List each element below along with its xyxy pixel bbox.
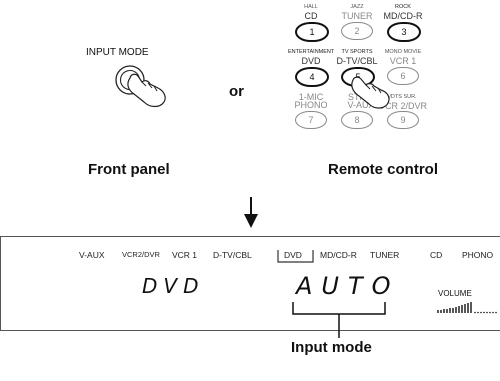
key-7-input: PHONO <box>294 100 328 110</box>
key-9-input: VCR 2/DVR <box>378 101 427 111</box>
volume-meter <box>437 302 497 314</box>
key-3-input: MD/CD-R <box>383 11 423 21</box>
front-panel-caption: Front panel <box>88 161 170 178</box>
display-input-tuner: TUNER <box>370 250 400 260</box>
key-1-mode: HALL <box>304 4 318 10</box>
display-source-readout: DVD <box>142 274 205 298</box>
input-mode-caption: Input mode <box>291 339 372 356</box>
key-5-mode: TV SPORTS <box>341 49 373 55</box>
key-6[interactable]: 6 <box>387 67 419 85</box>
key-6-mode: MONO MOVIE <box>384 49 422 55</box>
remote-control-caption: Remote control <box>328 161 439 178</box>
key-4-mode: ENTERTAINMENT <box>288 49 335 55</box>
display-input-vcr1: VCR 1 <box>172 250 198 260</box>
key-3-mode: ROCK <box>395 4 411 10</box>
key-1[interactable]: 1 <box>295 22 329 42</box>
key-8[interactable]: 8 <box>341 111 373 129</box>
or-label: or <box>229 83 244 100</box>
key-1-input: CD <box>304 11 318 21</box>
display-input-cd: CD <box>430 250 443 260</box>
pressing-hand-icon <box>127 73 166 108</box>
display-input-md-cd-r: MD/CD-R <box>320 250 357 260</box>
display-input-dvd: DVD <box>284 250 302 260</box>
key-5-input: D-TV/CBL <box>336 56 378 66</box>
down-arrow-icon <box>244 197 258 228</box>
key-6-input: VCR 1 <box>389 56 417 66</box>
key-7[interactable]: 7 <box>295 111 327 129</box>
key-4[interactable]: 4 <box>295 67 329 87</box>
key-9-mode: /DTS SUR. <box>389 94 417 100</box>
key-8-input: V-AUX <box>347 100 375 110</box>
key-2-input: TUNER <box>341 11 373 21</box>
display-input-d-tv-cbl: D-TV/CBL <box>213 250 252 260</box>
input-mode-callout <box>292 302 386 338</box>
display-input-v-aux: V-AUX <box>79 250 105 260</box>
key-2[interactable]: 2 <box>341 22 373 40</box>
input-mode-label: INPUT MODE <box>86 47 149 58</box>
dvd-selected-indicator <box>277 250 314 263</box>
key-4-input: DVD <box>301 56 321 66</box>
key-9[interactable]: 9 <box>387 111 419 129</box>
volume-label: VOLUME <box>438 289 472 298</box>
display-input-phono: PHONO <box>462 250 494 260</box>
key-3[interactable]: 3 <box>387 22 421 42</box>
display-mode-readout: AUTO <box>296 272 400 300</box>
remote-hand-icon <box>351 76 390 109</box>
display-input-vcr2-dvr: VCR2/DVR <box>122 250 160 259</box>
key-2-mode: JAZZ <box>350 4 364 10</box>
display-panel <box>0 236 500 331</box>
key-7-mode: 1-MIC <box>298 92 324 102</box>
